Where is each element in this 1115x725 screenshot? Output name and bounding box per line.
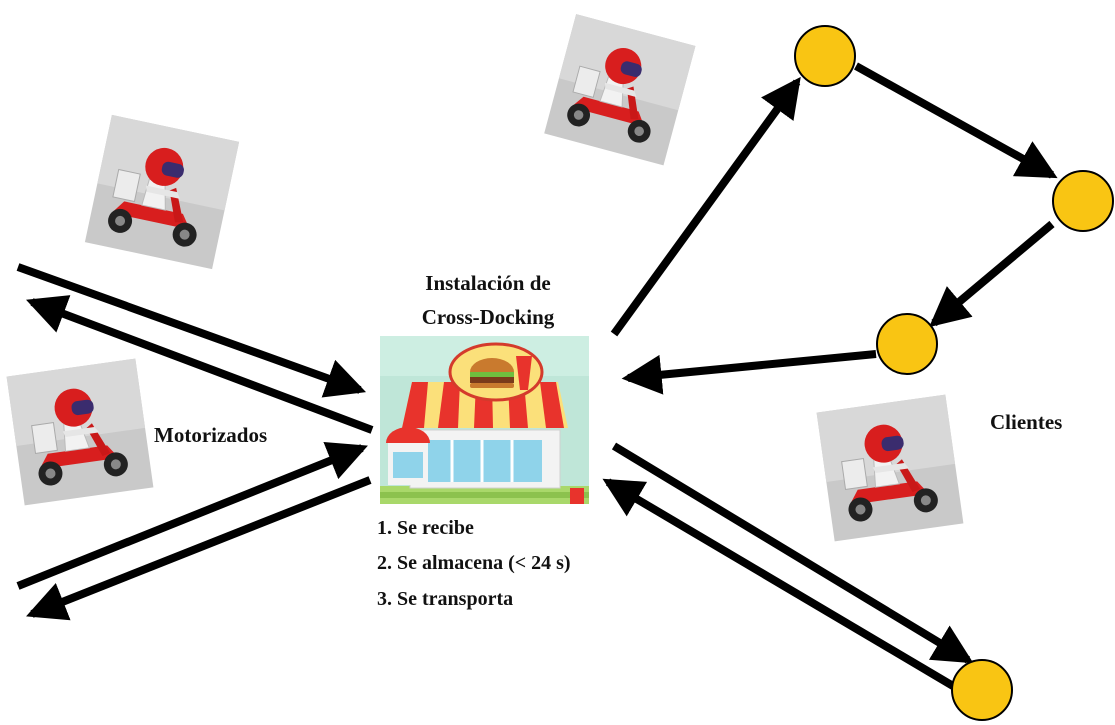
facility-title-line1: Instalación de [425,271,550,295]
label-motorizados: Motorizados [154,423,267,447]
arrow-left-out-bottom [26,476,372,621]
client-node-icon-2 [1052,170,1114,232]
step-3: 3. Se transporta [377,588,513,610]
arrow-to-client-bottom [611,442,974,664]
arrow-left-in-top [16,263,367,398]
fast-food-store-icon [380,336,589,504]
arrow-client2-to-client3 [929,220,1055,328]
courier-scooter-icon-3 [543,13,696,166]
step-1: 1. Se recibe [377,517,474,539]
courier-scooter-icon-4 [816,394,964,542]
arrow-client4-to-facility [602,478,956,690]
client-node-icon-4 [951,659,1013,721]
arrow-left-in-bottom [16,441,368,590]
arrow-client1-to-client2 [854,62,1058,179]
courier-scooter-icon-2 [6,358,154,506]
arrow-to-client-top [610,76,801,337]
courier-scooter-icon-1 [84,114,240,270]
arrow-left-out-top [26,295,374,434]
label-clientes: Clientes [990,410,1062,434]
client-node-icon-3 [876,313,938,375]
arrow-client3-to-facility [621,350,877,395]
client-node-icon-1 [794,25,856,87]
step-2: 2. Se almacena (< 24 s) [377,552,571,574]
facility-title-line2: Cross-Docking [422,305,555,329]
